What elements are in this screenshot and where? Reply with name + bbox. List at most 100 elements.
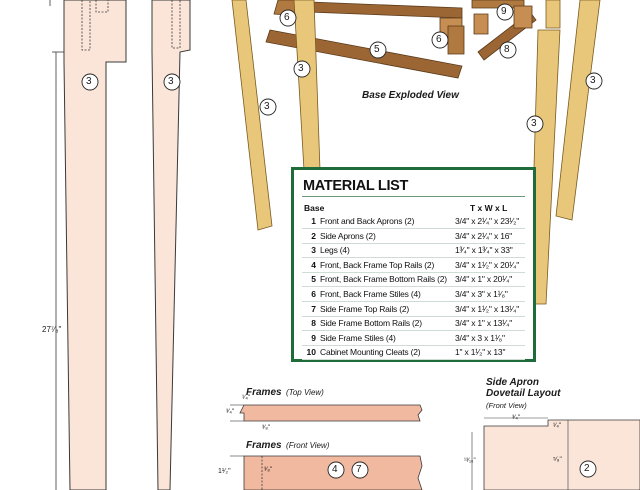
dovetail-dim-top: ³⁄₄" [512,414,521,421]
material-list-panel: MATERIAL LIST Base T x W x L 1 Front and … [291,167,536,362]
callout-text: 3 [264,101,270,112]
frames-front-view [230,455,423,490]
frames-front-dim-b: ³⁄₈" [264,466,273,473]
part-number: 8 [311,318,316,329]
part-size: 3/4" x 2¹⁄₄" x 23¹⁄₂" [455,216,520,226]
material-list-title: MATERIAL LIST [303,178,409,194]
left-leg-2 [151,0,191,490]
part-name: Side Frame Stiles (4) [320,332,396,343]
dovetail-dim-right-mid: ⁵⁄₈" [553,456,562,463]
part-name: Cabinet Mounting Cleats (2) [320,347,421,358]
side-rails-right [471,0,537,61]
part-size: 3/4" x 1" x 20¹⁄₄" [455,274,513,285]
callout-text: 3 [86,76,92,87]
leg-length-dimension [49,0,64,490]
dovetail-title-line2: Dovetail Layout [486,388,561,399]
material-list-row: 5 Front, Back Frame Bottom Rails (2) 3/4" … [302,272,525,288]
callout-left-leg-1 [81,73,99,91]
material-list-row: 9 Side Frame Stiles (4) 3/4" x 3 x 1¹⁄₈" [302,331,525,346]
callout-text: 5 [374,44,380,55]
callout-exploded-leg-a [293,60,311,78]
material-list-rule [302,196,525,197]
exploded-leg-left-back [231,0,273,231]
callout-text: 9 [501,6,507,17]
callout-exploded-leg-d [585,72,603,90]
part-number: 9 [311,332,316,343]
base-exploded-view-label: Base Exploded View [362,90,459,101]
callout-part-5 [369,41,387,59]
callout-text: 8 [504,44,510,55]
frames-top-title: Frames [246,387,282,398]
part-number: 5 [311,274,316,285]
part-name: Side Frame Bottom Rails (2) [320,318,422,329]
part-size: 3/4" x 1" x 13¹⁄₄" [455,318,513,329]
frames-front-title-group: Frames (Front View) [246,435,329,453]
callout-left-leg-2 [163,73,181,91]
material-list-header-right: T x W x L [470,203,508,213]
frames-top-dim-c: ³⁄₈" [262,424,271,431]
frames-top-view [230,404,423,422]
material-list-row: 1 Front and Back Aprons (2) 3/4" x 2¹⁄₄" x… [302,214,525,229]
callout-part-2 [579,460,597,478]
part-number: 1 [311,216,316,226]
part-size: 3/4" x 2¹⁄₄" x 16" [455,230,513,241]
dovetail-dim-right-top: ¹⁄₄" [553,422,562,429]
material-list-row: 2 Side Aprons (2) 3/4" x 2¹⁄₄" x 16" [302,229,525,244]
stile-part-6 [447,25,465,55]
dovetail-layout-drawing [471,417,640,490]
dovetail-dim-left: ¹³⁄₁₆" [464,458,476,464]
frames-top-title-group: Frames (Top View) [246,382,324,400]
callout-text: 2 [584,463,590,474]
part-number: 2 [311,230,316,241]
callout-part-8 [499,41,517,59]
callout-part-4 [327,461,345,479]
part-name: Front and Back Aprons (2) [320,216,415,226]
dovetail-subtitle: (Front View) [486,401,527,410]
part-name: Front, Back Frame Top Rails (2) [320,259,435,270]
part-number: 3 [311,245,316,256]
part-size: 3/4" x 3 x 1¹⁄₈" [455,332,505,343]
material-list-row: 10 Cabinet Mounting Cleats (2) 1" x 1¹⁄₂" … [302,345,525,361]
part-size: 3/4" x 1¹⁄₂" x 20¹⁄₄" [455,259,520,270]
frames-top-dim-b: ³⁄₄" [226,408,235,415]
callout-part-9 [496,3,514,21]
exploded-leg-right-top [545,0,561,29]
frames-front-title: Frames [246,440,282,451]
callout-text: 3 [531,118,537,129]
part-name: Front, Back Frame Bottom Rails (2) [320,274,447,285]
part-name: Front, Back Frame Stiles (4) [320,289,421,299]
dovetail-title: Side Apron Dovetail Layout [486,377,560,399]
callout-text: 4 [332,464,338,475]
left-leg-1 [63,0,127,490]
frames-top-subtitle: (Top View) [286,388,324,397]
exploded-leg-left-front [293,0,321,171]
material-list-row: 4 Front, Back Frame Top Rails (2) 3/4" x 1… [302,258,525,273]
dovetail-title-line1: Side Apron [486,377,539,388]
part-size: 1³⁄₄" x 1³⁄₄" x 33" [455,245,513,256]
material-list-row: 3 Legs (4) 1³⁄₄" x 1³⁄₄" x 33" [302,243,525,259]
material-list-row: 6 Front, Back Frame Stiles (4) 3/4" x 3" x… [302,287,525,302]
callout-text: 3 [168,76,174,87]
part-name: Side Aprons (2) [320,230,376,241]
part-size: 1" x 1¹⁄₂" x 13" [455,347,506,358]
callout-text: 7 [356,464,362,475]
leg-length-dim-label: 27⁷⁄₈" [42,325,62,334]
callout-text: 3 [590,75,596,86]
callout-part-6-left [279,9,297,27]
frames-front-dim-a: 1¹⁄₂" [218,468,231,475]
callout-text: 6 [436,34,442,45]
part-number: 4 [311,259,316,270]
part-name: Legs (4) [320,245,350,256]
material-list-row: 8 Side Frame Bottom Rails (2) 3/4" x 1" x … [302,316,525,332]
part-number: 6 [311,289,316,299]
callout-exploded-leg-c [526,115,544,133]
part-number: 10 [306,347,316,358]
material-list-header-left: Base [304,203,325,213]
frames-top-dim-a: ¹⁄₄" [242,394,251,401]
part-size: 3/4" x 3" x 1¹⁄₈" [455,289,508,299]
callout-text: 3 [298,63,304,74]
callout-part-6-right [431,31,449,49]
exploded-leg-right-back [555,0,601,221]
